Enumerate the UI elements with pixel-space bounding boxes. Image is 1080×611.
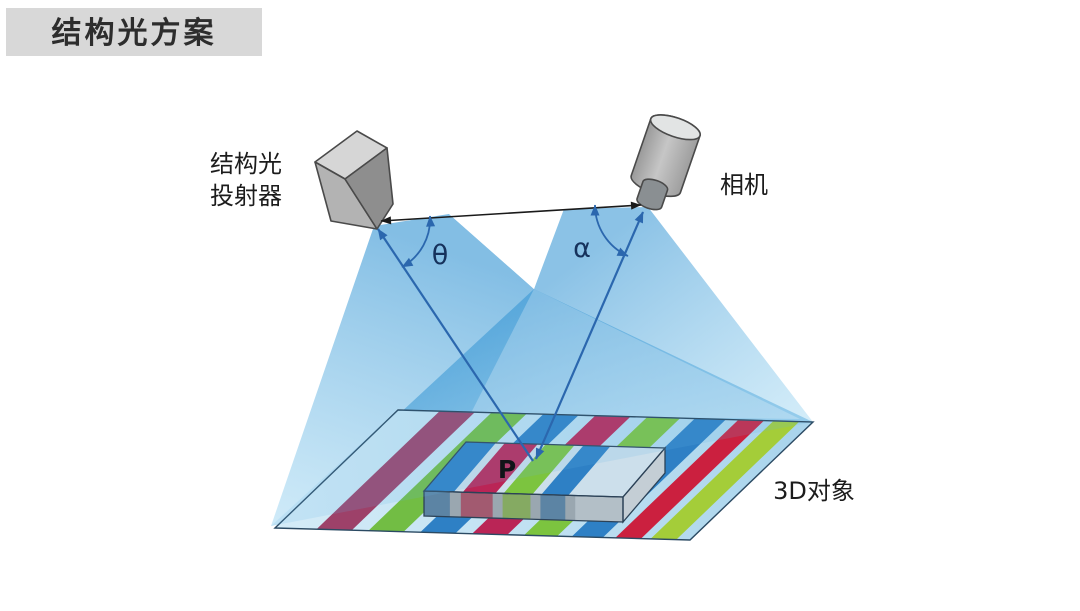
stripe [316, 411, 475, 531]
stripe [650, 420, 800, 540]
object-3d-label: 3D对象 [773, 477, 855, 505]
plane-light-wash [271, 410, 813, 526]
title-banner: 结构光方案 [6, 8, 262, 56]
camera-top-cap [649, 114, 701, 141]
geometry-lines [377, 201, 645, 462]
alpha-label: α [573, 233, 591, 264]
page-title: 结构光方案 [52, 16, 217, 51]
projector-ray [377, 228, 534, 462]
theta-label: θ [432, 240, 449, 271]
slab-object [271, 410, 813, 526]
projector-device [314, 130, 394, 230]
plane-outline [273, 409, 815, 541]
projector-label-line2: 投射器 [210, 182, 282, 210]
title-banner-bg [6, 8, 262, 56]
stripe [502, 493, 531, 520]
stripe [460, 492, 493, 519]
stripe [424, 442, 496, 492]
alpha-angle-arc [590, 204, 629, 257]
slab-front-stripes [424, 491, 623, 522]
projector-label-line1: 结构光 [210, 150, 282, 178]
point-p-label: P [498, 455, 516, 484]
stripe [575, 495, 623, 522]
diagram-labels: 结构光 投射器 相机 3D对象 P θ α [210, 150, 855, 505]
stripe [462, 443, 538, 494]
theta-angle-arc [401, 215, 436, 268]
slab-right-face [623, 448, 665, 522]
stripe [424, 491, 450, 517]
stripe [540, 494, 566, 521]
camera-label: 相机 [720, 171, 768, 199]
slab-outlines [422, 441, 667, 524]
camera-device [630, 114, 701, 211]
cone-gap-triangle [448, 208, 562, 289]
stripe [615, 419, 765, 539]
